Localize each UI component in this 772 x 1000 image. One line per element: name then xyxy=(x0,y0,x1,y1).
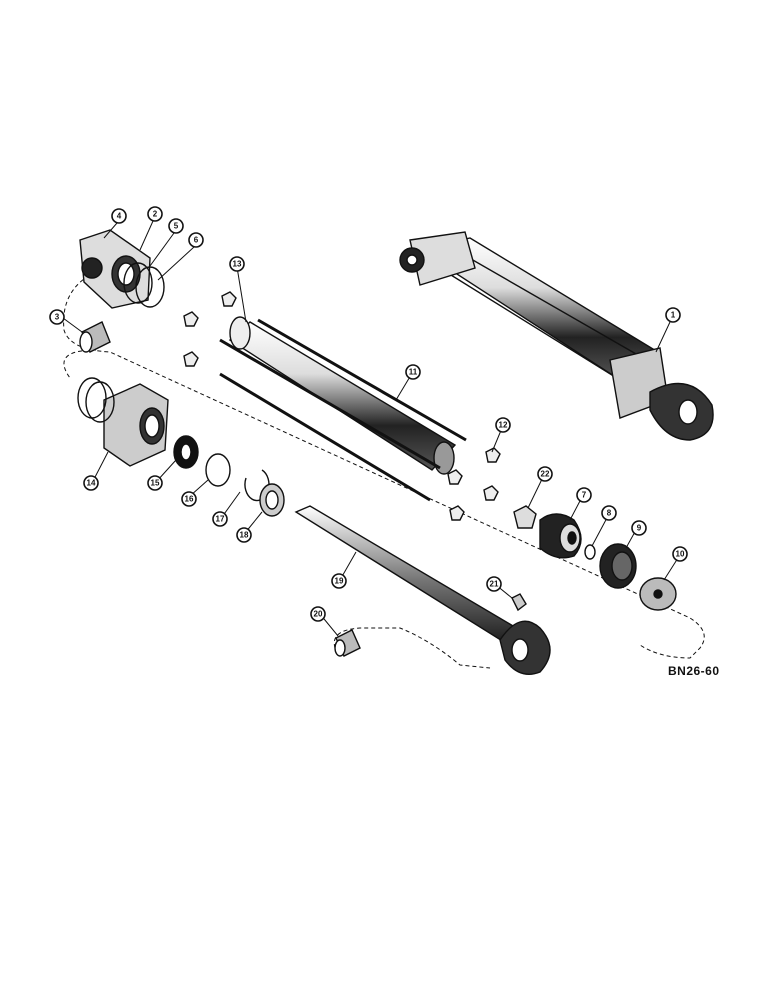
grease-fitting xyxy=(511,593,527,612)
hex-nuts xyxy=(183,291,501,521)
svg-text:21: 21 xyxy=(490,580,499,589)
svg-text:14: 14 xyxy=(87,479,96,488)
svg-text:16: 16 xyxy=(185,495,194,504)
svg-text:4: 4 xyxy=(117,212,122,221)
gland-18 xyxy=(259,483,285,517)
cylinder-tube xyxy=(228,316,457,475)
svg-text:6: 6 xyxy=(194,236,199,245)
callout-19: 19 xyxy=(331,573,347,589)
packing-15 xyxy=(173,435,199,469)
callout-5: 5 xyxy=(168,218,184,234)
svg-text:1: 1 xyxy=(671,311,676,320)
callout-16: 16 xyxy=(181,491,197,507)
front-end-cap xyxy=(77,377,169,467)
callout-12: 12 xyxy=(495,417,511,433)
svg-text:5: 5 xyxy=(174,222,179,231)
callout-11: 11 xyxy=(405,364,421,380)
o-ring-large xyxy=(123,262,165,308)
svg-text:18: 18 xyxy=(240,531,249,540)
callout-18: 18 xyxy=(236,527,252,543)
svg-text:22: 22 xyxy=(541,470,550,479)
callout-3: 3 xyxy=(49,309,65,325)
callout-4: 4 xyxy=(111,208,127,224)
svg-text:7: 7 xyxy=(582,491,587,500)
svg-text:3: 3 xyxy=(55,313,60,322)
figure-reference-code: BN26-60 xyxy=(668,664,720,678)
piston-rod xyxy=(294,505,551,675)
svg-text:11: 11 xyxy=(409,368,418,377)
callout-15: 15 xyxy=(147,475,163,491)
callout-22: 22 xyxy=(537,466,553,482)
callout-14: 14 xyxy=(83,475,99,491)
callout-10: 10 xyxy=(672,546,688,562)
piston-7 xyxy=(539,513,582,559)
bushing-rear xyxy=(79,321,111,353)
washer-16 xyxy=(205,453,231,487)
svg-text:9: 9 xyxy=(637,524,642,533)
callout-9: 9 xyxy=(631,520,647,536)
nut-22 xyxy=(513,505,537,529)
callout-7: 7 xyxy=(576,487,592,503)
svg-text:20: 20 xyxy=(314,610,323,619)
callout-17: 17 xyxy=(212,511,228,527)
svg-text:13: 13 xyxy=(233,260,242,269)
washer-10 xyxy=(639,577,677,611)
callout-20: 20 xyxy=(310,606,326,622)
tie-rods xyxy=(219,318,467,502)
svg-text:12: 12 xyxy=(499,421,508,430)
assembled-cylinder xyxy=(399,231,714,441)
svg-text:2: 2 xyxy=(153,210,158,219)
svg-text:15: 15 xyxy=(151,479,160,488)
callout-6: 6 xyxy=(188,232,204,248)
packing-9 xyxy=(599,543,637,589)
svg-text:10: 10 xyxy=(676,550,685,559)
callout-8: 8 xyxy=(601,505,617,521)
svg-text:8: 8 xyxy=(607,509,612,518)
svg-text:19: 19 xyxy=(335,577,344,586)
callout-1: 1 xyxy=(665,307,681,323)
bushing-front xyxy=(334,629,361,657)
rear-end-cap xyxy=(79,229,151,309)
callout-21: 21 xyxy=(486,576,502,592)
svg-text:17: 17 xyxy=(216,515,225,524)
callout-2: 2 xyxy=(147,206,163,222)
o-ring-8 xyxy=(584,544,596,560)
callout-13: 13 xyxy=(229,256,245,272)
